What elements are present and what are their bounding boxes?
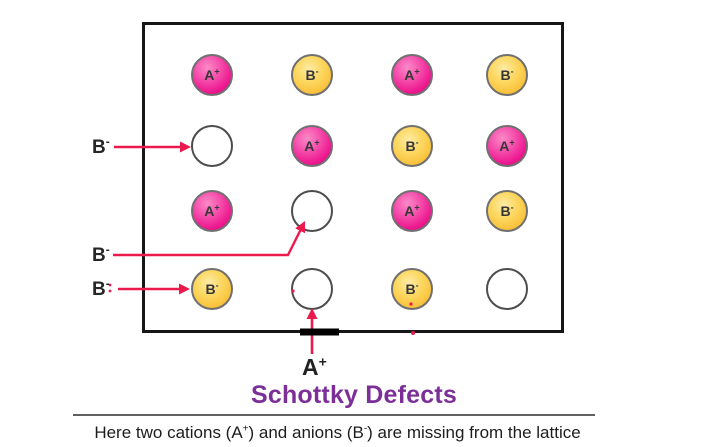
caption: Here two cations (A+) and anions (B-) ar… xyxy=(94,423,581,442)
separator-line xyxy=(73,414,595,416)
ion-label: B- xyxy=(305,66,319,83)
ion-label: B- xyxy=(405,280,419,297)
diagram-title: Schottky Defects xyxy=(250,381,458,409)
lattice-site-cation: A+ xyxy=(391,190,433,232)
ion-label: B- xyxy=(500,66,514,83)
ion-label: A+ xyxy=(404,66,420,83)
lattice-site-cation: A+ xyxy=(391,54,433,96)
ion-label: A+ xyxy=(204,202,220,219)
lattice-site-vacancy xyxy=(291,268,333,310)
ion-label: A+ xyxy=(304,137,320,154)
vacancy-label-b3: B- xyxy=(92,276,110,300)
lattice-site-cation: A+ xyxy=(191,190,233,232)
lattice-site-cation: A+ xyxy=(291,125,333,167)
ion-label: A+ xyxy=(499,137,515,154)
lattice-site-anion: B- xyxy=(291,54,333,96)
lattice-site-anion: B- xyxy=(191,268,233,310)
lattice-site-anion: B- xyxy=(486,54,528,96)
ion-label: B- xyxy=(405,137,419,154)
lattice-site-anion: B- xyxy=(391,268,433,310)
lattice-site-cation: A+ xyxy=(486,125,528,167)
vacancy-label-a: A+ xyxy=(302,353,327,380)
vacancy-label-b1: B- xyxy=(92,134,110,158)
ion-label: B- xyxy=(500,202,514,219)
lattice-site-vacancy xyxy=(486,268,528,310)
lattice-site-cation: A+ xyxy=(191,54,233,96)
ion-label: A+ xyxy=(404,202,420,219)
lattice-site-vacancy xyxy=(291,190,333,232)
ion-label: B- xyxy=(205,280,219,297)
lattice-box: A+ B- A+ B- A+ B- A+ A+ A+ B- B- B- xyxy=(142,22,564,333)
lattice-site-anion: B- xyxy=(486,190,528,232)
vacancy-label-b2: B- xyxy=(92,242,110,266)
lattice-site-anion: B- xyxy=(391,125,433,167)
ion-label: A+ xyxy=(204,66,220,83)
lattice-site-vacancy xyxy=(191,125,233,167)
